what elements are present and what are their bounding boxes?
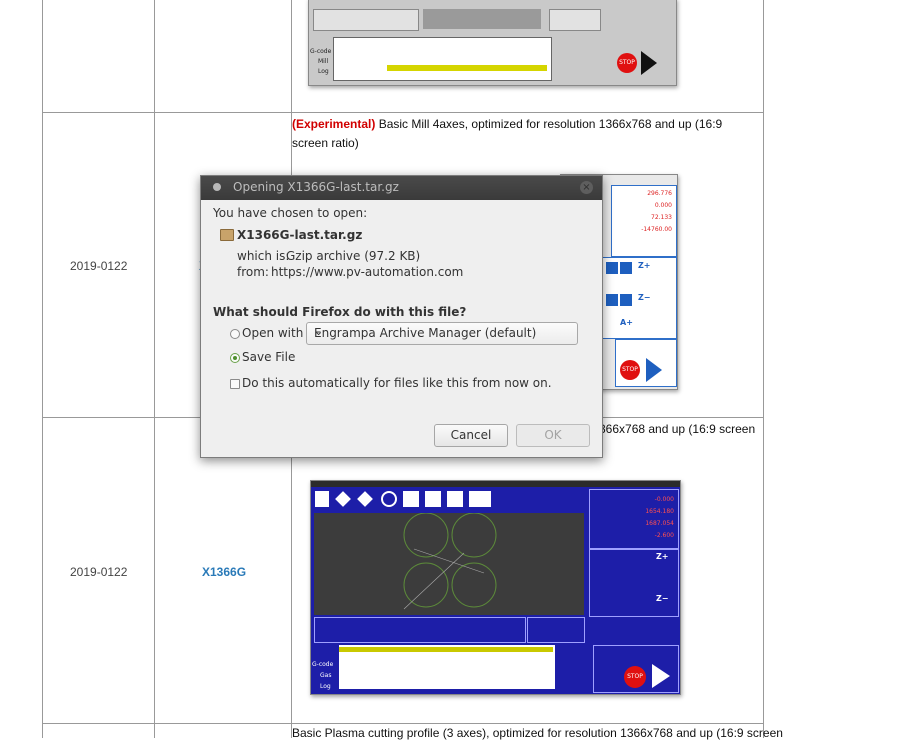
row3-name-link[interactable]: X1366G: [202, 565, 247, 579]
shot3-play-icon: [652, 664, 670, 688]
open-with-label[interactable]: Open with: [242, 326, 304, 340]
row2-date: 2019-0122: [70, 259, 128, 273]
file-name: X1366G-last.tar.gz: [237, 228, 363, 242]
question-heading: What should Firefox do with this file?: [213, 305, 467, 319]
archive-file-icon: [220, 229, 234, 241]
table-border-right: [763, 0, 764, 738]
dialog-title: Opening X1366G-last.tar.gz: [233, 180, 399, 194]
shot2-play-icon: [646, 358, 662, 382]
shot-stop-icon: STOP: [617, 53, 637, 73]
shot3-label-log: Log: [320, 683, 331, 690]
shot3-zplus-label: Z+: [656, 552, 669, 561]
shot3-label-gas: Gas: [320, 672, 332, 679]
shot-label-gcode: G-code: [310, 48, 332, 55]
save-file-label[interactable]: Save File: [242, 350, 296, 364]
download-dialog: Opening X1366G-last.tar.gz × You have ch…: [200, 175, 603, 458]
from-value: https://www.pv-automation.com: [271, 265, 464, 279]
plasma-preview-canvas: [403, 512, 497, 610]
shot2-stop-icon: STOP: [620, 360, 640, 380]
close-icon[interactable]: ×: [580, 181, 593, 194]
open-with-radio[interactable]: [230, 329, 240, 339]
auto-label[interactable]: Do this automatically for files like thi…: [242, 376, 552, 390]
table-border-left: [42, 0, 43, 738]
open-with-app-value: Engrampa Archive Manager (default): [314, 326, 537, 340]
auto-checkbox[interactable]: [230, 379, 240, 389]
shot3-label-gcode: G-code: [312, 661, 334, 668]
screenshot-mill-profile: G-code Mill Log STOP: [308, 0, 677, 86]
shot3-stop-icon: STOP: [624, 666, 646, 688]
open-with-app-select[interactable]: Engrampa Archive Manager (default) ⌄: [306, 322, 578, 345]
shot-label-log: Log: [318, 68, 329, 75]
shot-zminus-label: Z−: [638, 293, 651, 302]
table-row-divider-1: [42, 112, 764, 113]
shot3-zminus-label: Z−: [656, 594, 669, 603]
ok-button[interactable]: OK: [516, 424, 590, 447]
firefox-app-icon: [213, 183, 221, 191]
shot-zplus-label: Z+: [638, 261, 651, 270]
which-is-label: which is:: [237, 249, 290, 263]
row4-description: Basic Plasma cutting profile (3 axes), o…: [292, 726, 783, 740]
chosen-to-open-label: You have chosen to open:: [213, 206, 368, 220]
row3-description: 366x768 and up (16:9 screen: [599, 422, 756, 436]
which-is-value: Gzip archive (97.2 KB): [286, 249, 421, 263]
from-label: from:: [237, 265, 269, 279]
chevron-down-icon: ⌄: [314, 325, 324, 338]
row3-date: 2019-0122: [70, 565, 128, 579]
shot-aplus-label: A+: [620, 318, 633, 327]
row2-description: (Experimental) Basic Mill 4axes, optimiz…: [292, 115, 758, 153]
save-file-radio[interactable]: [230, 353, 240, 363]
row2-description-text: Basic Mill 4axes, optimized for resoluti…: [292, 117, 723, 150]
table-col-divider-1: [154, 0, 155, 738]
cancel-button[interactable]: Cancel: [434, 424, 508, 447]
experimental-label: (Experimental): [292, 117, 376, 131]
shot-label-mill: Mill: [318, 58, 329, 65]
dialog-titlebar: Opening X1366G-last.tar.gz ×: [201, 176, 602, 200]
table-row-divider-3: [42, 723, 764, 724]
shot-play-icon: [641, 51, 657, 75]
